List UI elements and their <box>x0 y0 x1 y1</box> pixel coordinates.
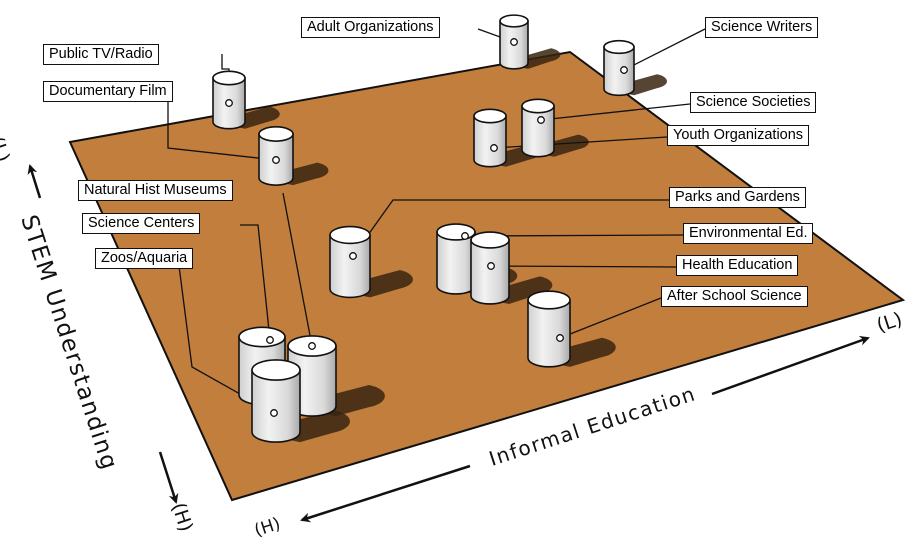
cylinder-after-school-science <box>527 290 571 368</box>
leader-science-societies <box>540 103 691 121</box>
anchor-dot-environmental-ed <box>461 232 469 240</box>
label-science-centers: Science Centers <box>82 213 201 234</box>
label-natural-hist-museums: Natural Hist Museums <box>78 180 233 201</box>
informal-axis-arrow-high <box>300 464 471 523</box>
cylinder-documentary-film <box>258 126 294 186</box>
label-science-writers: Science Writers <box>705 17 819 38</box>
anchor-dot-science-societies <box>537 116 545 124</box>
label-after-school-science: After School Science <box>661 286 808 307</box>
anchor-dot-after-school-science <box>556 334 564 342</box>
stem-axis-arrow-low <box>27 164 42 199</box>
label-adult-organizations: Adult Organizations <box>301 17 440 38</box>
cylinder-environmental-ed <box>436 223 476 295</box>
anchor-dot-youth-organizations <box>490 144 498 152</box>
leader-natural-hist-museums <box>282 192 313 347</box>
label-youth-organizations: Youth Organizations <box>667 125 810 146</box>
label-science-societies: Science Societies <box>690 92 817 113</box>
leader-after-school-science <box>559 297 662 339</box>
leader-science-writers <box>623 28 706 71</box>
label-documentary-film: Documentary Film <box>43 81 173 102</box>
anchor-dot-adult-organizations <box>510 38 518 46</box>
label-environmental-ed: Environmental Ed. <box>683 223 814 244</box>
anchor-dot-natural-hist-museums <box>308 342 316 350</box>
anchor-dot-public-tv-radio <box>225 99 233 107</box>
cylinder-parks-and-gardens <box>329 225 371 299</box>
cylinder-youth-organizations <box>473 108 507 168</box>
stem-axis-arrow-high <box>158 451 179 504</box>
leader-documentary-film <box>167 101 277 161</box>
anchor-dot-science-writers <box>620 66 628 74</box>
cylinder-health-education <box>470 231 510 305</box>
anchor-dot-documentary-film <box>272 156 280 164</box>
informal-axis-arrow-low <box>711 335 870 396</box>
leader-science-centers <box>240 224 271 341</box>
cylinder-zoos-aquaria <box>251 359 301 443</box>
anchor-dot-zoos-aquaria <box>270 409 278 417</box>
anchor-dot-health-education <box>487 262 495 270</box>
label-public-tv-radio: Public TV/Radio <box>43 44 159 65</box>
anchor-dot-parks-and-gardens <box>349 252 357 260</box>
cylinder-science-societies <box>521 98 555 158</box>
label-health-education: Health Education <box>676 255 799 276</box>
cylinder-science-writers <box>603 39 635 97</box>
cylinders <box>212 14 635 443</box>
anchor-dot-science-centers <box>266 336 274 344</box>
leader-health-education <box>490 265 677 268</box>
label-zoos-aquaria: Zoos/Aquaria <box>95 248 194 269</box>
label-parks-and-gardens: Parks and Gardens <box>669 187 806 208</box>
